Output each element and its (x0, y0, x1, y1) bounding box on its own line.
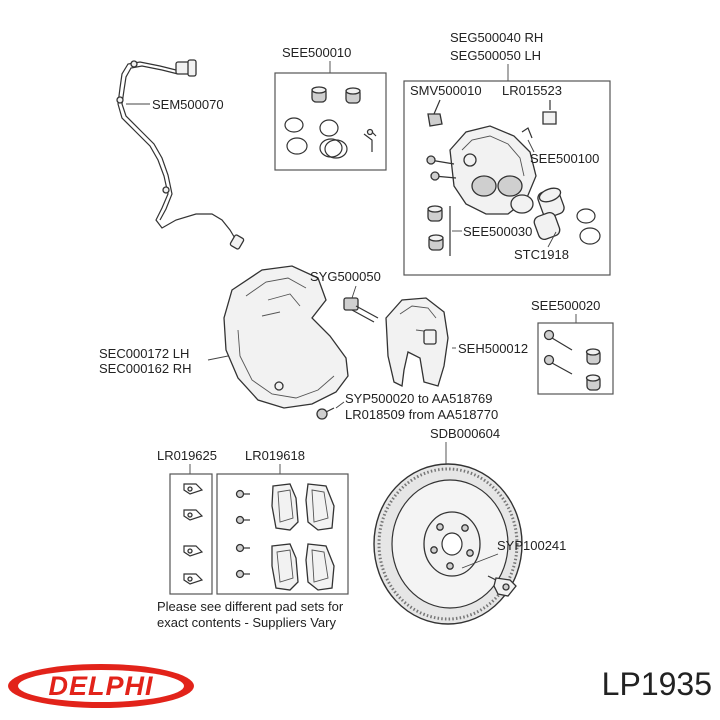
seal-kit-box (274, 72, 387, 171)
brake-disc (373, 463, 523, 625)
label-sdb000604: SDB000604 (430, 426, 500, 441)
label-seg500050-lh: SEG500050 LH (450, 48, 541, 63)
label-seh500012: SEH500012 (458, 341, 528, 356)
caliper-bracket (385, 297, 449, 387)
pads-box (216, 473, 349, 595)
label-smv500010: SMV500010 (410, 83, 482, 98)
label-lr018509: LR018509 from AA518770 (345, 407, 498, 422)
label-sec000162-rh: SEC000162 RH (99, 361, 192, 376)
label-lr019625: LR019625 (157, 448, 217, 463)
label-seg500040-rh: SEG500040 RH (450, 30, 543, 45)
note-line-1: Please see different pad sets for (157, 599, 344, 614)
label-sec000172-lh: SEC000172 LH (99, 346, 189, 361)
seal-kit-parts (284, 86, 377, 159)
bracket-bolt (343, 297, 379, 323)
clips-box (169, 473, 213, 595)
label-see500030: SEE500030 (463, 224, 532, 239)
delphi-logo-text: DELPHI (48, 671, 153, 701)
label-sem500070: SEM500070 (152, 97, 224, 112)
label-syp100241: SYP100241 (497, 538, 566, 553)
label-syg500050: SYG500050 (310, 269, 381, 284)
part-number: LP1935 (602, 666, 712, 702)
brake-pads (235, 483, 335, 591)
disc-retaining-screw (487, 575, 517, 597)
abs-sensor-cable (116, 59, 245, 250)
bolt-kit-parts (543, 329, 601, 391)
label-stc1918: STC1918 (514, 247, 569, 262)
label-lr015523: LR015523 (502, 83, 562, 98)
label-see500100: SEE500100 (530, 151, 599, 166)
bolt-kit-box (537, 322, 614, 395)
caliper-box (403, 80, 611, 276)
shield-screw (316, 407, 335, 420)
label-see500010: SEE500010 (282, 45, 351, 60)
dust-shield (223, 265, 349, 409)
label-syp500020: SYP500020 to AA518769 (345, 391, 492, 406)
pad-clips (183, 483, 204, 585)
label-lr019618: LR019618 (245, 448, 305, 463)
label-see500020: SEE500020 (531, 298, 600, 313)
note-line-2: exact contents - Suppliers Vary (157, 615, 336, 630)
caliper-parts (426, 99, 601, 256)
delphi-logo: DELPHI (8, 664, 194, 708)
